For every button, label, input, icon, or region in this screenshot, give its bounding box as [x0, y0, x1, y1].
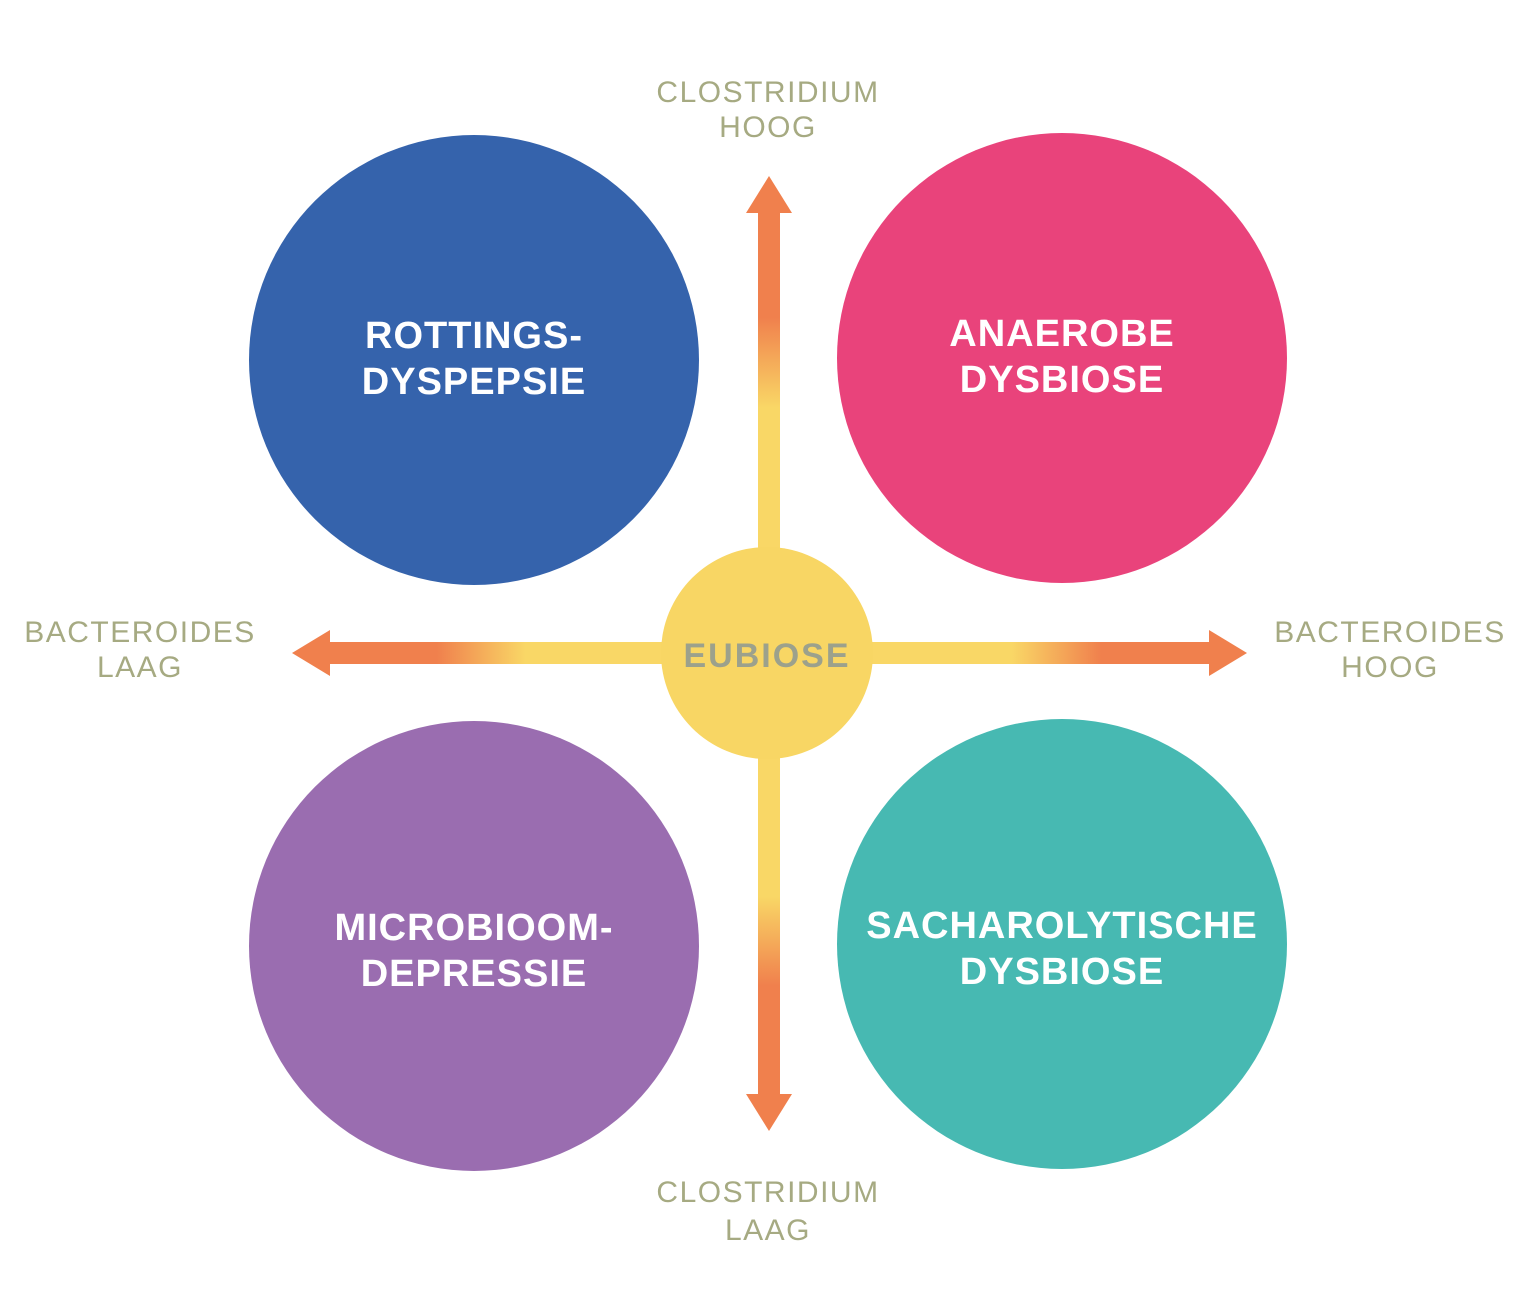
axis-label-left: BACTEROIDES LAAG: [24, 616, 256, 684]
quadrant-label-top-right-line1: ANAEROBE: [949, 313, 1174, 355]
quadrant-top-right: ANAEROBE DYSBIOSE: [837, 133, 1287, 583]
axis-label-top-line1: CLOSTRIDIUM: [656, 76, 879, 109]
axis-label-right-line1: BACTEROIDES: [1274, 616, 1506, 649]
quadrant-label-bottom-right-line2: DYSBIOSE: [960, 951, 1164, 993]
center-circle: [661, 547, 873, 759]
quadrant-label-top-left-line1: ROTTINGS-: [365, 315, 583, 357]
center-label: EUBIOSE: [683, 637, 850, 675]
axis-label-left-line1: BACTEROIDES: [24, 616, 256, 649]
axis-label-top: CLOSTRIDIUM HOOG: [656, 76, 879, 144]
quadrant-label-top-right-line2: DYSBIOSE: [960, 359, 1164, 401]
up-arrowhead-icon: [746, 176, 792, 213]
axis-label-bottom-line1: CLOSTRIDIUM: [656, 1176, 879, 1209]
axis-label-bottom-line2: LAAG: [725, 1214, 811, 1247]
axis-label-bottom: CLOSTRIDIUM LAAG: [656, 1176, 879, 1247]
axis-label-left-line2: LAAG: [97, 651, 183, 684]
quadrant-circle-top-right: [837, 133, 1287, 583]
axis-line-left: [326, 642, 769, 664]
quadrant-circle-top-left: [249, 135, 699, 585]
right-arrowhead-icon: [1209, 630, 1247, 676]
left-arrowhead-icon: [292, 630, 330, 676]
quadrant-circle-bottom-left: [249, 721, 699, 1171]
quadrant-bottom-right: SACHAROLYTISCHE DYSBIOSE: [837, 719, 1287, 1169]
axis-line-right: [766, 642, 1213, 664]
axis-line-up: [758, 205, 780, 655]
quadrant-label-bottom-left-line1: MICROBIOOM-: [334, 907, 613, 949]
axis-label-top-line2: HOOG: [719, 111, 817, 144]
quadrant-label-top-left-line2: DYSPEPSIE: [362, 361, 586, 403]
quadrant-circle-bottom-right: [837, 719, 1287, 1169]
quadrant-top-left: ROTTINGS- DYSPEPSIE: [249, 135, 699, 585]
axis-line-down: [758, 651, 780, 1097]
axis-label-right-line2: HOOG: [1341, 651, 1439, 684]
quadrant-bottom-left: MICROBIOOM- DEPRESSIE: [249, 721, 699, 1171]
center-node: EUBIOSE: [661, 547, 873, 759]
axis-arrows: [292, 176, 1247, 1131]
axis-label-right: BACTEROIDES HOOG: [1274, 616, 1506, 684]
down-arrowhead-icon: [746, 1094, 792, 1131]
quadrant-label-bottom-right-line1: SACHAROLYTISCHE: [866, 905, 1258, 947]
quadrant-label-bottom-left-line2: DEPRESSIE: [361, 953, 588, 995]
